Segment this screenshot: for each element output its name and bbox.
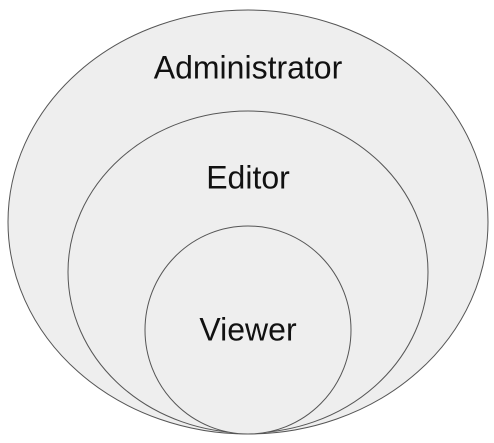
editor-label: Editor bbox=[206, 159, 290, 195]
viewer-label: Viewer bbox=[199, 311, 297, 347]
viewer-ellipse bbox=[144, 225, 352, 435]
administrator-label: Administrator bbox=[154, 49, 343, 85]
